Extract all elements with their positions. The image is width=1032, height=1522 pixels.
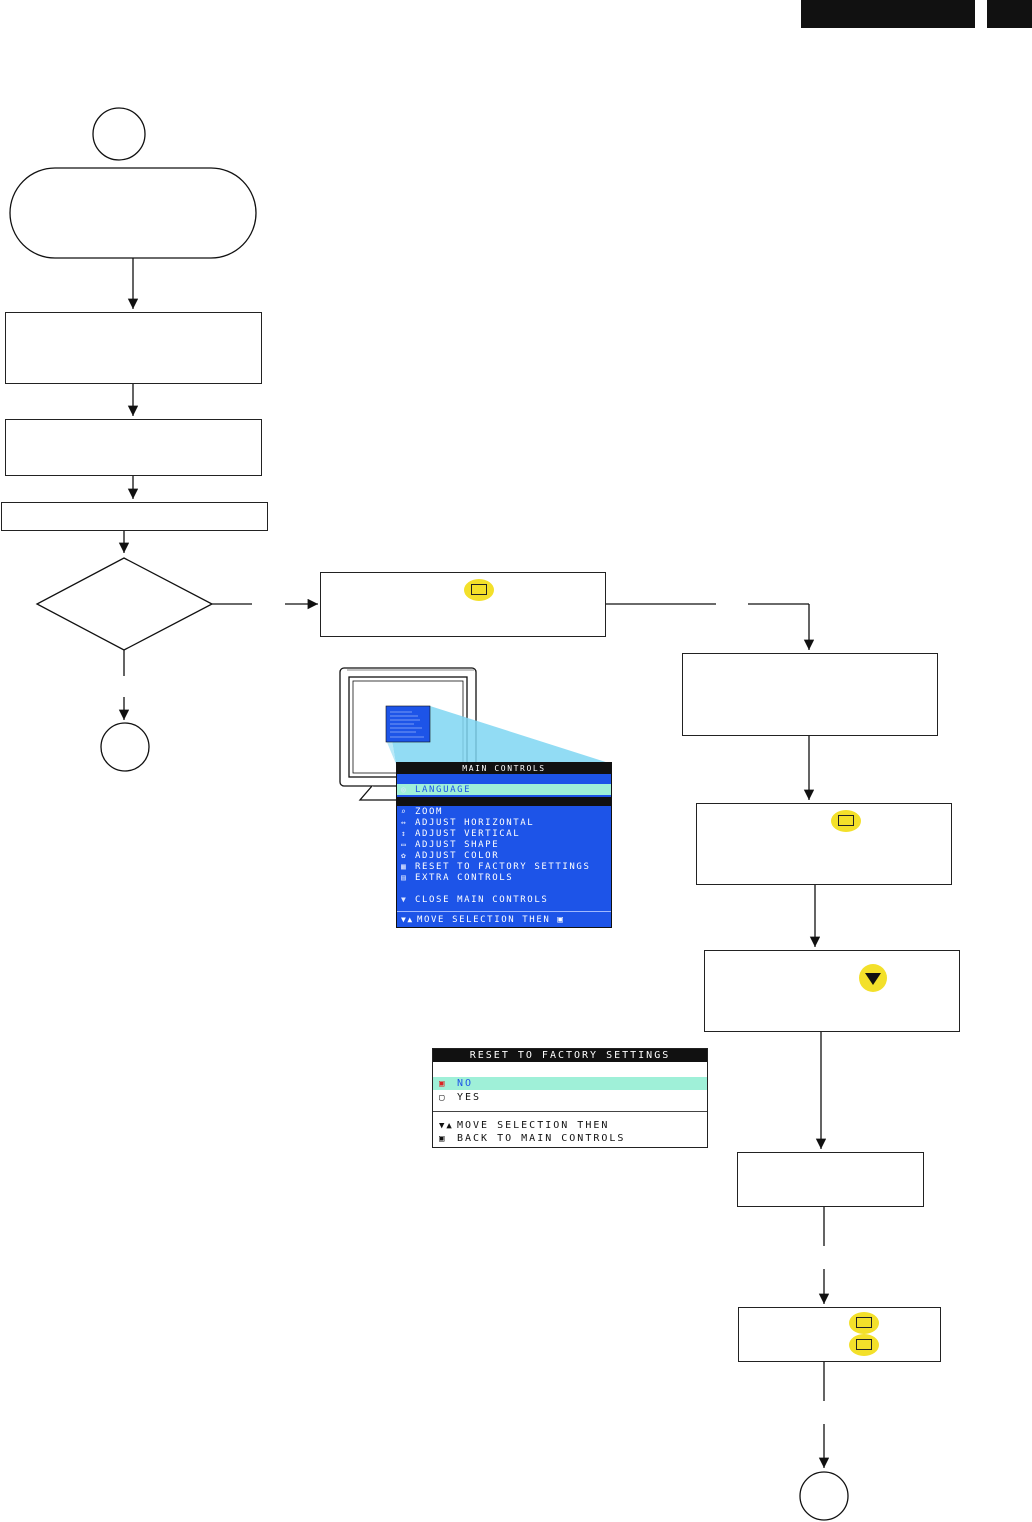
osd-dark-bar [397,797,611,806]
shape-icon: ▭ [401,840,408,849]
close-down-icon: ▼ [401,895,408,904]
osd-item-reset-factory[interactable]: ▦RESET TO FACTORY SETTINGS [401,862,591,872]
menu-button-icon [464,579,494,601]
menu-button-icon [849,1312,879,1334]
osd-zoom-beam [386,706,612,764]
reset-icon: ▦ [401,862,408,871]
color-icon: ✿ [401,851,408,860]
osd-item-adjust-shape[interactable]: ▭ADJUST SHAPE [401,840,500,850]
updown-icon: ▼▲ [401,915,414,924]
osd-highlight-language [397,784,611,795]
main-controls-osd: MAIN CONTROLS ◎LANGUAGE ⌕ZOOM ↔ADJUST HO… [396,762,612,928]
osd-item-extra-controls[interactable]: ▤EXTRA CONTROLS [401,873,514,883]
unselected-box-icon: ▢ [439,1093,447,1103]
selected-box-icon: ▣ [439,1079,447,1089]
header-tab-left [801,0,975,28]
extra-icon: ▤ [401,873,408,882]
osd-footer: ▼▲MOVE SELECTION THEN ▣ [397,911,611,927]
down-arrow-button-icon [859,964,887,992]
process-box-right-4 [737,1152,924,1207]
osd-title: MAIN CONTROLS [397,763,611,774]
start-connector-circle [92,107,146,161]
reset-option-highlight [433,1077,707,1090]
process-box-3 [1,502,268,531]
reset-osd-divider [433,1111,707,1112]
reset-settings-osd: RESET TO FACTORY SETTINGS ▣NO ▢YES ▼▲MOV… [432,1048,708,1148]
process-box-right-2 [696,803,952,885]
osd-item-language[interactable]: ◎LANGUAGE [401,785,472,795]
reset-osd-footer-1: ▼▲MOVE SELECTION THEN [439,1120,610,1131]
header-tab-right [987,0,1032,28]
process-box-right-3 [704,950,960,1032]
process-box-press-menu [320,572,606,637]
zoom-icon: ⌕ [401,807,408,816]
language-icon: ◎ [401,785,408,794]
menu-small-icon: ▣ [557,915,565,925]
menu-small-icon: ▣ [439,1134,447,1144]
decision-diamond [35,557,214,651]
vertical-icon: ↕ [401,829,408,838]
osd-item-adjust-color[interactable]: ✿ADJUST COLOR [401,851,500,861]
osd-item-adjust-horizontal[interactable]: ↔ADJUST HORIZONTAL [401,818,535,828]
process-box-1 [5,312,262,384]
process-box-right-5 [738,1307,941,1362]
updown-icon: ▼▲ [439,1121,454,1131]
reset-osd-title: RESET TO FACTORY SETTINGS [433,1049,707,1062]
osd-item-adjust-vertical[interactable]: ↕ADJUST VERTICAL [401,829,521,839]
exit-connector-circle [100,722,150,772]
osd-item-zoom[interactable]: ⌕ZOOM [401,807,444,817]
menu-button-icon [849,1334,879,1356]
reset-osd-footer-2: ▣BACK TO MAIN CONTROLS [439,1133,626,1144]
end-connector-circle [799,1471,849,1521]
start-terminal-oval [9,167,257,259]
reset-option-yes[interactable]: ▢YES [439,1092,482,1103]
process-box-2 [5,419,262,476]
reset-option-no[interactable]: ▣NO [439,1078,474,1089]
menu-button-icon [831,810,861,832]
horizontal-icon: ↔ [401,818,408,827]
process-box-right-1 [682,653,938,736]
osd-item-close[interactable]: ▼CLOSE MAIN CONTROLS [401,895,549,905]
